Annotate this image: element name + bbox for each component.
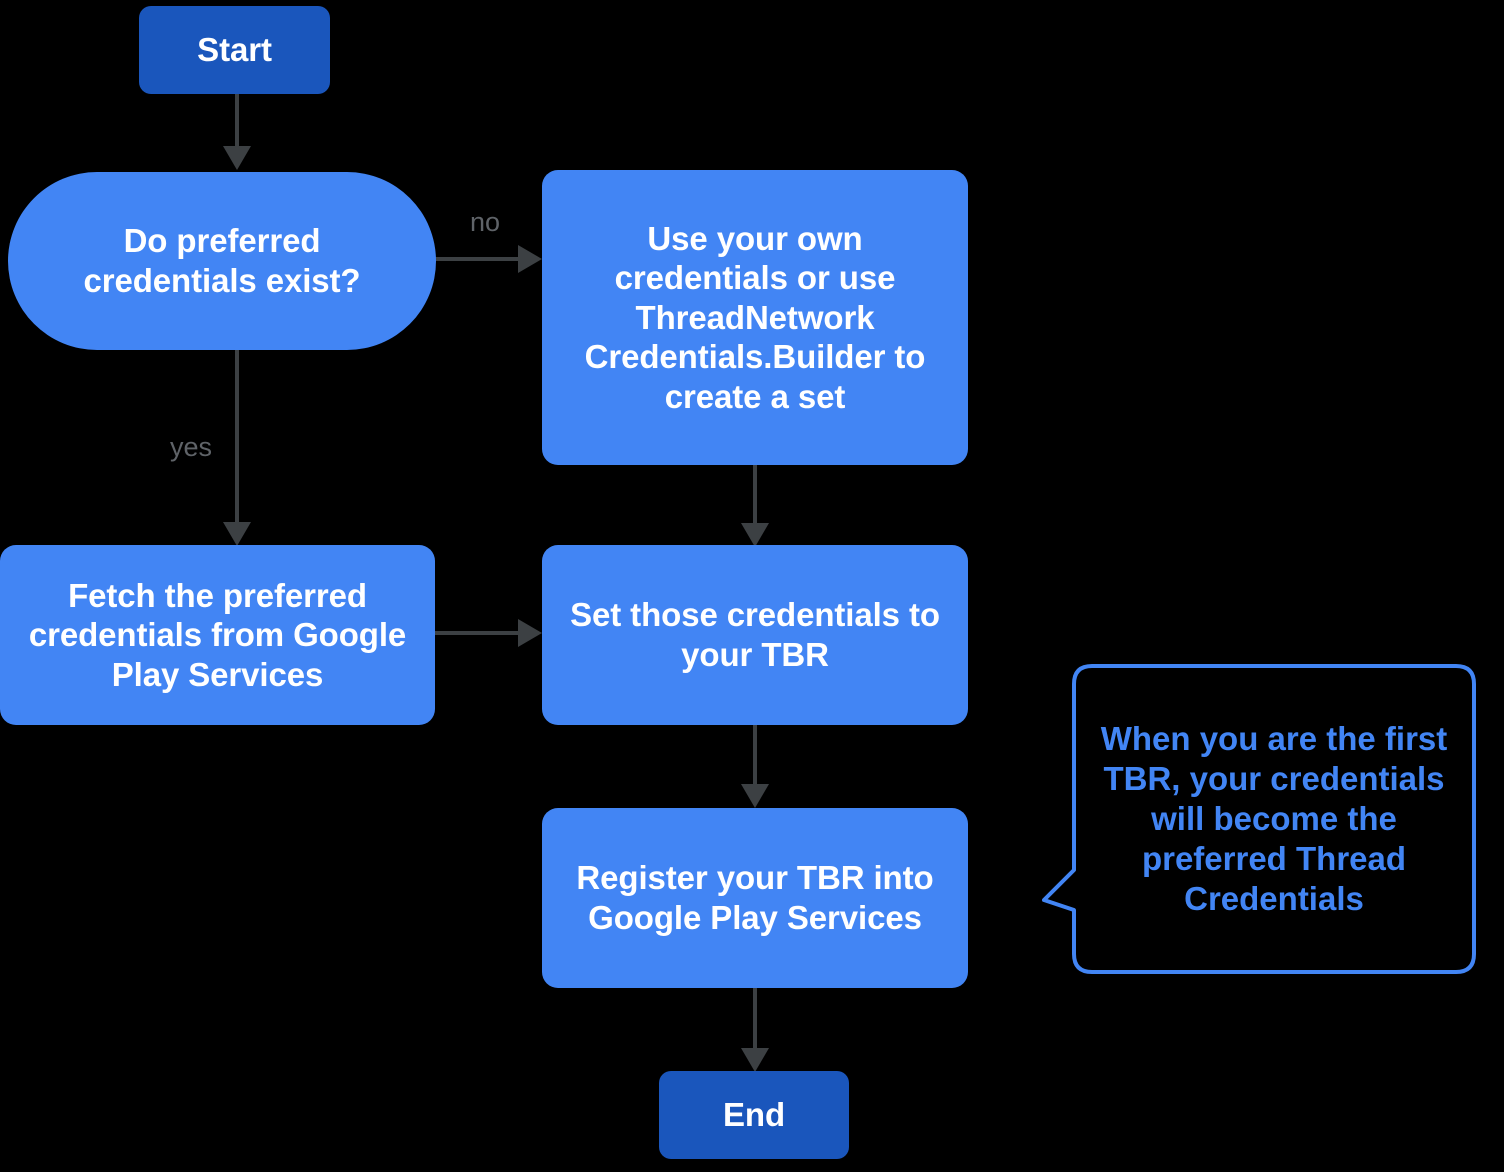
connector-decision-to-fetch [212,346,262,552]
connector-register-to-end [730,986,780,1078]
connector-fetch-to-set-credentials [430,610,550,656]
connector-start-to-decision [212,90,262,176]
callout-first-tbr: When you are the first TBR, your credent… [1038,648,1494,990]
node-end[interactable]: End [659,1071,849,1159]
connector-set-credentials-to-register [730,722,780,814]
node-decision-preferred-credentials-exist[interactable]: Do preferred credentials exist? [8,172,436,350]
connector-decision-to-own-credentials [430,236,550,282]
edge-label-yes: yes [170,432,213,462]
node-register-tbr[interactable]: Register your TBR into Google Play Servi… [542,808,968,988]
node-fetch-preferred-credentials[interactable]: Fetch the preferred credentials from Goo… [0,545,435,725]
edge-label-no: no [470,207,501,237]
connector-own-credentials-to-set-credentials [730,461,780,553]
callout-text: When you are the first TBR, your credent… [1100,720,1448,917]
node-set-credentials-to-tbr[interactable]: Set those credentials to your TBR [542,545,968,725]
node-start[interactable]: Start [139,6,330,94]
node-use-own-credentials[interactable]: Use your own credentials or use ThreadNe… [542,170,968,465]
